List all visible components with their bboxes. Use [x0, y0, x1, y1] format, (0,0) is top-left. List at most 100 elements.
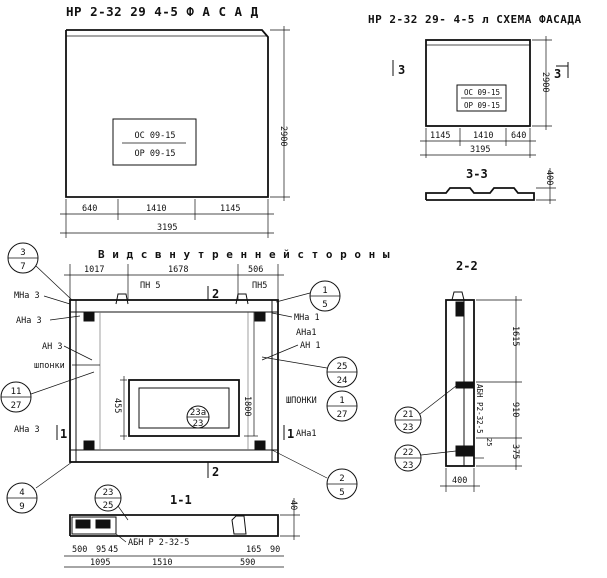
section22-dim-25: 25: [485, 438, 493, 446]
inside-window-frame: [128, 379, 240, 437]
callout-1-5: 1 5: [275, 280, 341, 312]
section22-callout-a-top: 21: [403, 410, 414, 420]
inside-label-ana1-bottom: АНа1: [296, 429, 316, 439]
inside-label-ana3-mid: АНа 3: [16, 316, 42, 326]
inside-label-pn5-a: ПН 5: [140, 281, 160, 291]
inside-label-mna3: МНа 3: [14, 291, 40, 301]
section11-dim-590: 590: [240, 558, 255, 568]
inside-view-drawing: 1017 1678 506 455 1800 23а 23 ПН 5: [0, 242, 358, 514]
callout-4-9-leader: [35, 461, 73, 489]
callout-25-24-bottom: 24: [337, 376, 348, 386]
inside-leader-ana3: [49, 315, 81, 321]
callout-1-5-bottom: 5: [322, 300, 327, 310]
scheme-drawing: ОС 09-15 ОР 09-15 3 3 2900 1145 1410 640…: [392, 36, 569, 204]
callout-25-24: 25 24: [261, 356, 358, 388]
inside-label-shponki-right: ШПОНКИ: [286, 396, 317, 406]
inside-center-mark-top: 23а: [190, 408, 206, 418]
section11-right-stud: [231, 515, 247, 535]
section11-title: 1-1: [170, 493, 192, 507]
scheme-dim-left: 1145: [430, 131, 450, 141]
section22-callout-a-bottom: 23: [403, 423, 414, 433]
scheme-dim-right: 640: [511, 131, 526, 141]
inside-cut1-right: 1: [287, 427, 294, 441]
section11-dim-depth: 40: [288, 500, 298, 510]
facade-window: [112, 118, 197, 166]
inside-panel-outline: [69, 299, 279, 463]
callout-4-9: 4 9: [6, 461, 73, 514]
section11-mark-bottom: 25: [103, 501, 114, 511]
facade-dim-height: 2900: [278, 126, 288, 146]
section11-dim-1095: 1095: [90, 558, 110, 568]
callout-1-27-bottom: 27: [337, 410, 348, 420]
inside-label-shponki-left: шпонки: [34, 361, 65, 371]
section22-drawing: 2-2 1615 910 25 375 АБН Р2-32-5 400 21 2…: [394, 259, 522, 492]
inside-label-ana1-top: АНа1: [296, 328, 316, 338]
section11-drawing: 1-1 40 23 25 АБН Р 2-32-5 500 95 45 1095…: [64, 484, 300, 568]
section22-callout-a-leader: [419, 385, 457, 415]
callout-2-5-top: 2: [339, 474, 344, 484]
section11-dim-95: 95: [96, 545, 106, 555]
inside-center-mark-bottom: 23: [193, 419, 204, 429]
section22-callout-b-bottom: 23: [403, 461, 414, 471]
section11-hatch-b: [95, 519, 111, 529]
inside-leader-an1: [261, 344, 299, 361]
inside-anchor-top-right: [254, 312, 266, 322]
section11-dim-90: 90: [270, 545, 280, 555]
callout-1-5-top: 1: [322, 286, 327, 296]
inside-leader-mna3: [43, 295, 71, 305]
inside-cut2-top: 2: [212, 287, 219, 301]
section22-dim-910: 910: [510, 402, 520, 417]
inside-anchor-bottom-right: [254, 440, 266, 450]
section22-dim-400: 400: [452, 476, 467, 486]
inside-dim-top-mid: 1678: [168, 265, 188, 275]
scheme-window-bottom-label: ОР 09-15: [464, 101, 500, 110]
callout-1-27: 1 27: [326, 390, 358, 422]
section33-dim: 400: [544, 170, 554, 185]
section11-beam-leader: [115, 533, 127, 543]
section33-profile: [425, 187, 535, 201]
scheme-title: НР 2-32 29- 4-5 л СХЕМА ФАСАДА: [368, 13, 582, 26]
callout-3-7-leader: [35, 265, 73, 301]
section11-dim-165: 165: [246, 545, 261, 555]
callout-2-5-bottom: 5: [339, 488, 344, 498]
section11-beam: АБН Р 2-32-5: [128, 538, 189, 548]
section11-dim-500: 500: [72, 545, 87, 555]
callout-3-7-top: 3: [20, 248, 25, 258]
callout-11-27: 11 27: [0, 371, 95, 413]
section22-window-sill: [455, 381, 475, 389]
facade-drawing: ОС 09-15 ОР 09-15 2900 640 1410 1145 319…: [60, 26, 290, 238]
section11-mark-top: 23: [103, 488, 114, 498]
inside-loop-pn5-b: [235, 293, 249, 305]
inside-dim-window-h: 455: [112, 398, 122, 413]
scheme-outline: [425, 39, 531, 127]
section22-callout-b-top: 22: [403, 448, 414, 458]
section11-dim-1510: 1510: [152, 558, 172, 568]
facade-dim-right: 1145: [220, 204, 240, 214]
section11-left-block: [71, 516, 117, 535]
scheme-window: [456, 84, 507, 112]
section22-top-loop: [451, 291, 465, 301]
section11-hatch-a: [75, 519, 91, 529]
section22-dim-375: 375: [510, 444, 520, 459]
section22-dim-1615: 1615: [510, 326, 520, 346]
scheme-cut-left: 3: [398, 63, 405, 77]
callout-11-27-leader: [30, 371, 95, 395]
callout-25-24-leader: [261, 356, 328, 369]
section22-top-anchor: [455, 301, 465, 317]
inside-dim-height: 1800: [242, 396, 252, 416]
inside-bottom-rib: [69, 449, 279, 463]
callout-25-24-top: 25: [337, 362, 348, 372]
inside-label-pn5-b: ПН5: [252, 281, 267, 291]
callout-11-27-bottom: 27: [11, 401, 22, 411]
inside-loop-pn5-a: [115, 293, 129, 305]
inside-dim-top-right: 506: [248, 265, 263, 275]
facade-title: НР 2-32 29 4-5 Ф А С А Д: [66, 4, 259, 19]
inside-label-mna1: МНа 1: [294, 313, 320, 323]
callout-1-27-top: 1: [339, 396, 344, 406]
scheme-dim-total: 3195: [470, 145, 490, 155]
section11-dim-45: 45: [108, 545, 118, 555]
inside-leader-an3: [63, 345, 93, 361]
callout-3-7: 3 7: [7, 242, 73, 301]
facade-outline: [65, 29, 269, 198]
